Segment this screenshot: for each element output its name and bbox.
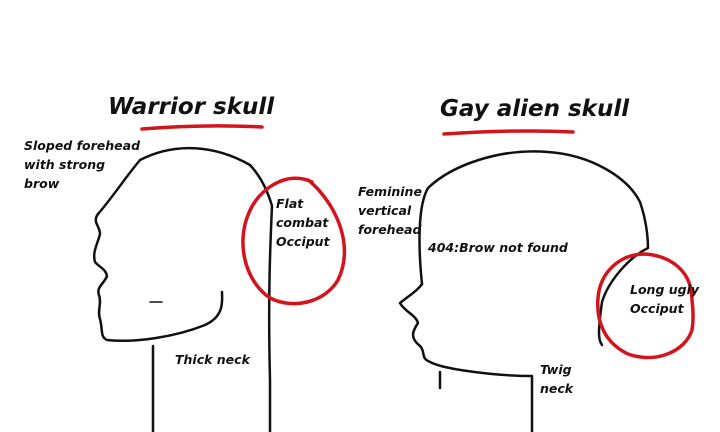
warrior-occiput-line-3: Occiput: [276, 234, 330, 249]
alien-occiput-label: Long ugly Occiput: [630, 280, 699, 318]
alien-neck-line-2: neck: [540, 381, 574, 396]
alien-occiput-circle: [595, 252, 695, 360]
warrior-occiput-label: Flat combat Occiput: [276, 194, 330, 251]
alien-title-underline: [442, 129, 575, 136]
warrior-title: Warrior skull: [108, 94, 275, 120]
alien-forehead-line-3: forehead: [358, 222, 422, 237]
warrior-occiput-line-1: Flat: [276, 196, 304, 211]
alien-title: Gay alien skull: [440, 96, 630, 122]
warrior-face-outline: [92, 212, 224, 343]
alien-forehead-line-2: vertical: [358, 203, 412, 218]
alien-occiput-line-2: Occiput: [630, 301, 684, 316]
warrior-forehead-line-1: Sloped forehead: [24, 138, 141, 153]
warrior-occiput-line-2: combat: [276, 215, 329, 230]
alien-forehead-label: Feminine vertical forehead: [358, 182, 422, 239]
alien-head-outline: [418, 150, 650, 347]
alien-occiput-line-1: Long ugly: [630, 282, 700, 297]
warrior-title-underline: [140, 124, 264, 131]
warrior-head-outline: [96, 146, 274, 432]
alien-face-outline: [398, 282, 534, 432]
alien-neck-label: Twig neck: [540, 360, 573, 398]
warrior-forehead-label: Sloped forehead with strong brow: [24, 136, 140, 193]
alien-brow-label: 404:Brow not found: [428, 240, 568, 255]
warrior-occiput-circle: [241, 176, 347, 306]
alien-neck-line-1: Twig: [540, 362, 572, 377]
warrior-forehead-line-3: brow: [24, 176, 60, 191]
alien-forehead-line-1: Feminine: [358, 184, 422, 199]
warrior-forehead-line-2: with strong: [24, 157, 106, 172]
warrior-neck-label: Thick neck: [175, 352, 250, 367]
